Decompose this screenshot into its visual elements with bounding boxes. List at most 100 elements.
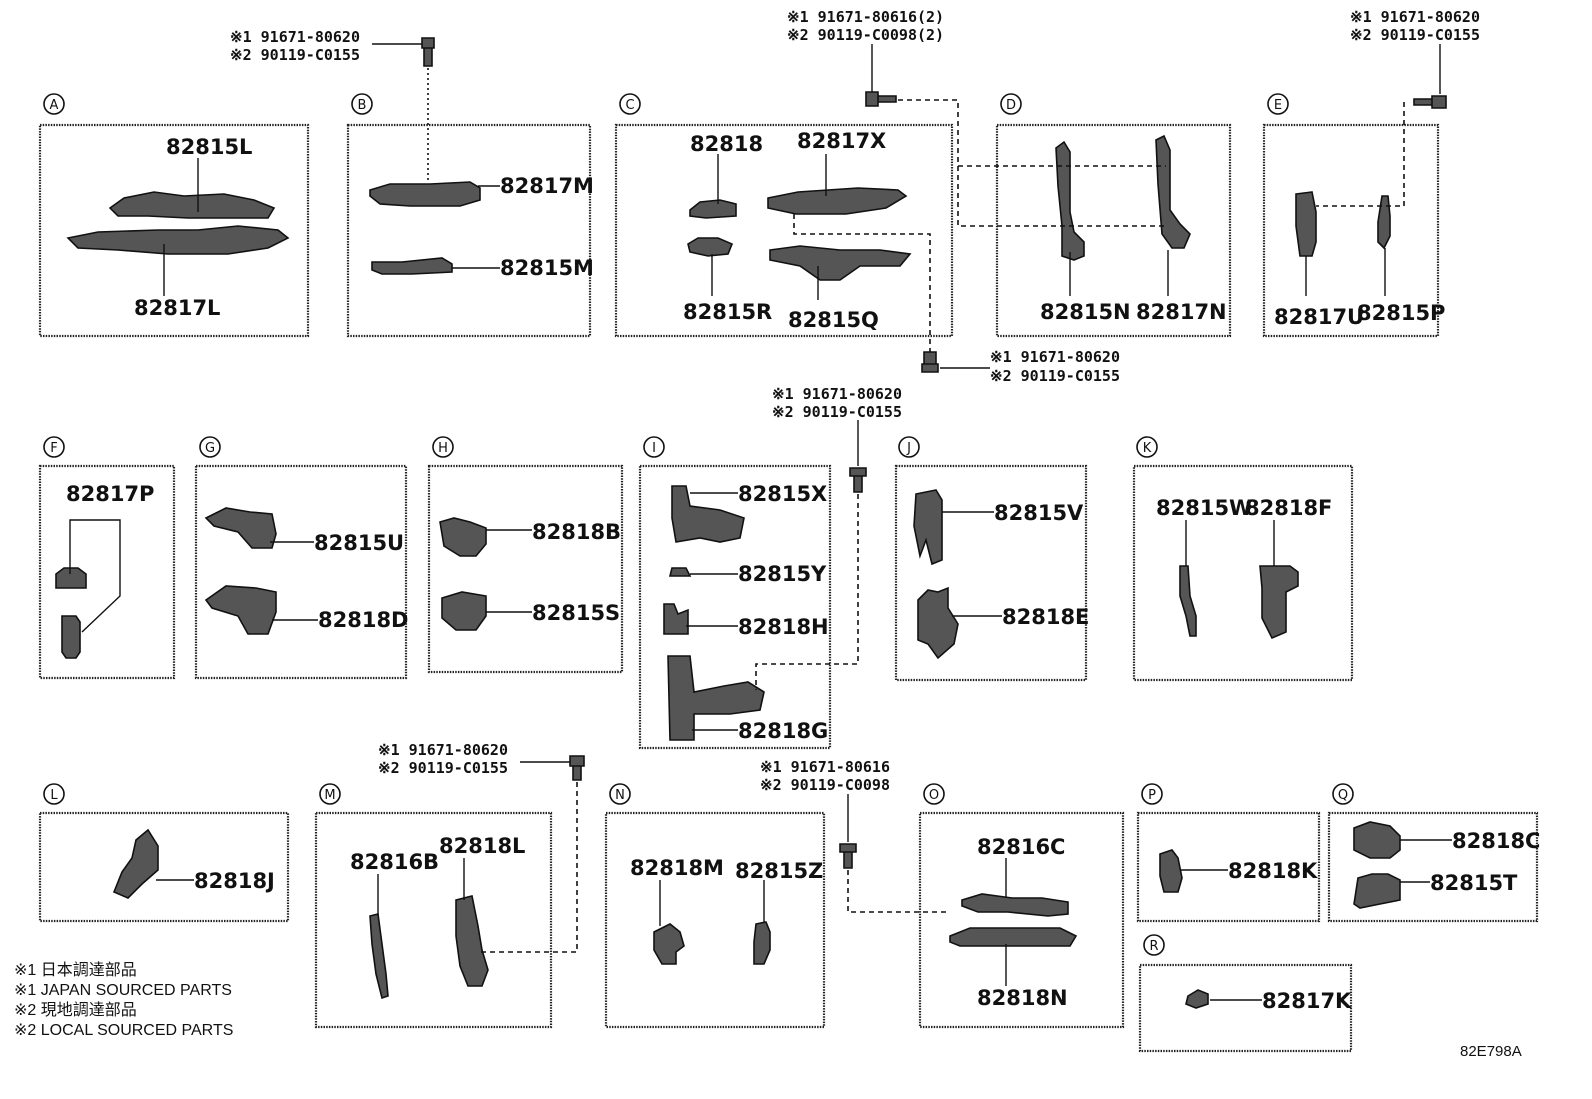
part-82818K-label: 82818K (1228, 859, 1318, 883)
legend: ※1 日本調達部品 ※1 JAPAN SOURCED PARTS ※2 現地調達… (14, 961, 233, 1039)
section-n-letter: N (615, 788, 625, 803)
part-82818D-drawing (204, 585, 277, 635)
section-e: E 82817U 82815P (1262, 93, 1445, 338)
part-82816C-drawing (961, 893, 1069, 917)
part-82817P-drawing-a (55, 567, 87, 589)
legend-line-4: ※2 LOCAL SOURCED PARTS (14, 1022, 233, 1039)
section-o-box (918, 811, 1125, 1029)
section-n-marker (609, 783, 631, 805)
bolt-icon (849, 467, 867, 493)
part-82818K-drawing (1159, 849, 1183, 893)
section-p-marker (1141, 783, 1163, 805)
part-82815P-label: 82815P (1357, 301, 1445, 325)
section-c-marker (619, 93, 641, 115)
section-l-marker (43, 783, 65, 805)
part-82817U-label: 82817U (1274, 305, 1364, 329)
section-n-box (604, 811, 826, 1029)
part-82815M-drawing (371, 257, 453, 275)
fastener-1: ※1 91671-80620 ※2 90119-C0155 (230, 28, 435, 182)
fastener-4-path (793, 214, 931, 352)
part-82818M-drawing (653, 923, 685, 965)
part-82817L-label: 82817L (134, 296, 220, 320)
part-82815Y-drawing (668, 567, 692, 577)
section-e-letter: E (1274, 98, 1282, 113)
section-p: P 82818K (1136, 783, 1321, 923)
part-82815U-drawing (204, 507, 277, 549)
fastener-5-ref2: ※2 90119-C0155 (772, 403, 902, 421)
section-l: L 82818J (38, 783, 290, 923)
section-m-box (314, 811, 553, 1029)
fastener-2-path-a (898, 99, 1166, 227)
section-g: G 82815U 82818D (194, 436, 409, 680)
fastener-6: ※1 91671-80620 ※2 90119-C0155 (378, 741, 585, 953)
part-82818C-label: 82818C (1452, 829, 1540, 853)
section-b-box (346, 123, 592, 338)
bolt-icon (569, 755, 585, 781)
part-82817K-label: 82817K (1262, 989, 1352, 1013)
part-82818C-drawing (1353, 821, 1401, 859)
part-82815N-drawing (1055, 140, 1085, 261)
part-82817P-label: 82817P (66, 482, 154, 506)
section-j: J 82815V 82818E (894, 436, 1089, 682)
section-r: R 82817K (1138, 934, 1353, 1053)
part-82815T-drawing (1353, 873, 1401, 909)
part-82815V-label: 82815V (994, 501, 1084, 525)
section-d-letter: D (1006, 98, 1016, 113)
section-q: Q 82818C 82815T (1327, 783, 1540, 923)
part-82817U-drawing (1295, 191, 1317, 257)
fastener-7-path (847, 870, 950, 913)
section-q-marker (1332, 783, 1354, 805)
section-a: A 82815L 82817L (38, 93, 310, 338)
section-f: F 82817P (38, 436, 176, 680)
section-a-box (38, 123, 310, 338)
bolt-icon (421, 37, 435, 67)
part-82818N-drawing (949, 927, 1078, 947)
part-82818F-drawing (1259, 565, 1299, 640)
section-b-letter: B (358, 98, 367, 113)
section-e-marker (1267, 93, 1289, 115)
legend-line-2: ※1 JAPAN SOURCED PARTS (14, 982, 232, 999)
part-82818B-label: 82818B (532, 520, 621, 544)
fastener-1-ref1: ※1 91671-80620 (230, 28, 360, 46)
part-82818E-label: 82818E (1002, 605, 1089, 629)
section-i-box (638, 464, 832, 750)
section-b: B 82817M 82815M (346, 93, 594, 338)
part-82815M-label: 82815M (500, 256, 594, 280)
part-82817X-drawing (767, 187, 908, 215)
section-d: D 82815N 82817N (995, 93, 1232, 338)
part-82815Z-label: 82815Z (735, 859, 823, 883)
part-82817X-label: 82817X (797, 129, 886, 153)
part-82818H-drawing (663, 603, 689, 635)
section-q-letter: Q (1338, 788, 1348, 803)
part-82815W-label: 82815W (1156, 496, 1252, 520)
section-p-box (1136, 811, 1321, 923)
part-82815X-drawing (671, 485, 745, 543)
part-82817N-drawing (1155, 134, 1191, 249)
section-q-box (1327, 811, 1539, 923)
section-r-box (1138, 963, 1353, 1053)
part-82818J-drawing (112, 828, 159, 899)
section-p-letter: P (1148, 788, 1156, 803)
part-82815N-label: 82815N (1040, 300, 1131, 324)
leader-82817P (69, 519, 121, 633)
section-g-letter: G (205, 441, 215, 456)
section-a-letter: A (50, 98, 59, 113)
section-h-letter: H (438, 441, 448, 456)
part-82818E-drawing (917, 586, 959, 660)
part-82815Q-label: 82815Q (788, 308, 879, 332)
part-82815V-drawing (913, 489, 943, 566)
legend-line-1: ※1 日本調達部品 (14, 961, 137, 979)
part-82818G-label: 82818G (738, 719, 828, 743)
section-r-marker (1143, 934, 1165, 956)
part-82816B-label: 82816B (350, 850, 439, 874)
part-82818L-drawing (455, 895, 489, 987)
section-j-letter: J (906, 441, 911, 456)
part-82818G-drawing (667, 655, 765, 741)
section-l-letter: L (50, 788, 58, 803)
part-82818J-label: 82818J (194, 869, 275, 893)
section-f-letter: F (50, 441, 57, 456)
part-82818F-label: 82818F (1245, 496, 1332, 520)
part-82817M-label: 82817M (500, 174, 594, 198)
bolt-icon (1413, 95, 1447, 109)
